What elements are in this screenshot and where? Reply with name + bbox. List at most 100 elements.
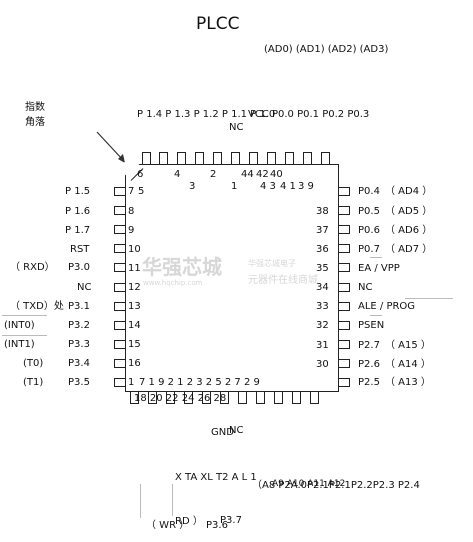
bottom-pin (220, 392, 229, 404)
left-pin-number: 16 (128, 358, 141, 369)
right-pin-number: 32 (316, 320, 329, 331)
right-port-label: ALE / PROG (358, 301, 416, 312)
left-pin (114, 359, 125, 368)
diagram-title: PLCC (196, 14, 240, 34)
right-port-label: P2.5 (358, 377, 380, 388)
top-nc-label: NC (229, 122, 244, 133)
top-pin (159, 152, 168, 164)
left-port-label: P 1.6 (65, 206, 91, 217)
watermark-logo: 华强芯城 (142, 255, 222, 279)
right-signal-label: （ A14 ） (385, 359, 431, 370)
left-pin (114, 225, 125, 234)
right-pin (339, 359, 350, 368)
prog-overline (405, 298, 453, 299)
right-pin (339, 244, 350, 253)
left-signal-label: (T0) (23, 358, 44, 369)
left-signal-label: (T1) (23, 377, 44, 388)
right-pin-number: 34 (316, 282, 329, 293)
watermark-url: www.hqchip.com (143, 279, 203, 287)
bottom-p36-label: P3.6 (206, 520, 228, 531)
bottom-pin (202, 392, 211, 404)
left-pin (114, 187, 125, 196)
top-pin-number: 4 3 (260, 181, 276, 192)
right-pin (339, 206, 350, 215)
left-port-label: P 1.5 (65, 186, 91, 197)
bottom-wr-label: （ WR ） (146, 520, 190, 531)
left-port-label: P3.5 (68, 377, 90, 388)
left-pin-number: 12 (128, 282, 141, 293)
top-pin (142, 152, 151, 164)
top-pin-number: 6 (137, 169, 144, 180)
bottom-pin (184, 392, 193, 404)
right-pin (339, 378, 350, 387)
left-pin (114, 283, 125, 292)
annotation-arrow (96, 131, 125, 163)
right-port-label: P2.7 (358, 340, 380, 351)
first-pin-number: 7 (128, 186, 135, 197)
right-port-label: NC (358, 282, 373, 293)
left-pin-number: 9 (128, 225, 135, 236)
top-pin-number: 3 (189, 181, 196, 192)
left-pin-number: 11 (128, 263, 141, 274)
top-port-labels-right: VCC P0.0 P0.1 P0.2 P0.3 (248, 109, 370, 120)
right-pin (339, 302, 350, 311)
left-port-label: P3.1 (68, 301, 90, 312)
bottom-pin (238, 392, 247, 404)
top-signal-labels: (AD0) (AD1) (AD2) (AD3) (264, 44, 389, 55)
top-pin (267, 152, 276, 164)
index-corner-annotation: 指数 角落 (25, 102, 45, 128)
bottom-pin (256, 392, 265, 404)
psen-overline (370, 315, 382, 316)
left-pin (114, 206, 125, 215)
left-pin (114, 302, 125, 311)
top-pin (213, 152, 222, 164)
right-pin-number: 33 (316, 301, 329, 312)
left-port-label: RST (70, 244, 90, 255)
top-pin-number: 2 (210, 169, 217, 180)
top-pin-number: 4 (174, 169, 181, 180)
right-pin-number: 31 (316, 340, 329, 351)
left-port-label: P3.2 (68, 320, 90, 331)
left-port-label: P3.3 (68, 339, 90, 350)
top-pin (195, 152, 204, 164)
left-pin-number: 14 (128, 320, 141, 331)
left-pin-number: 15 (128, 339, 141, 350)
left-pin (114, 321, 125, 330)
right-signal-label: （ AD7 ） (385, 244, 433, 255)
left-signal-label: （ TXD）处 (10, 301, 64, 312)
right-signal-label: （ A15 ） (385, 340, 431, 351)
bottom-pin (274, 392, 283, 404)
right-pin-number: 35 (316, 263, 329, 274)
right-port-label: P0.4 (358, 186, 380, 197)
plcc-package-body (125, 164, 339, 392)
top-pin (177, 152, 186, 164)
bottom-address-labels: （A8 P2A.0P2.1P2.1P2.2P2.3 P2.4 (252, 480, 420, 491)
right-port-label: P2.6 (358, 359, 380, 370)
int1-overline (2, 335, 47, 336)
top-pin-number: 42 (256, 169, 269, 180)
top-pin (231, 152, 240, 164)
left-pin-number: 10 (128, 244, 141, 255)
right-pin (339, 283, 350, 292)
right-pin (339, 263, 350, 272)
right-signal-label: （ AD6 ） (385, 225, 433, 236)
right-pin (339, 340, 350, 349)
right-pin-number: 30 (316, 359, 329, 370)
bottom-address-sub-labels: A9 A10 A11 A12 (272, 479, 346, 489)
ea-overline (370, 257, 382, 258)
top-pin (303, 152, 312, 164)
left-pin (114, 378, 125, 387)
right-pin (339, 187, 350, 196)
watermark-line2: 元器件在线商城 (248, 275, 318, 286)
bottom-pin (166, 392, 175, 404)
bottom-pin (310, 392, 319, 404)
top-pin (249, 152, 258, 164)
bottom-pin (148, 392, 157, 404)
bottom-pin-numbers-row2: 18 20 22 24 26 28 (134, 393, 227, 404)
right-pin (339, 225, 350, 234)
left-pin-number: 8 (128, 206, 135, 217)
bottom-pin (130, 392, 139, 404)
top-pin (285, 152, 294, 164)
right-pin (339, 321, 350, 330)
right-port-label: EA / VPP (358, 263, 400, 274)
